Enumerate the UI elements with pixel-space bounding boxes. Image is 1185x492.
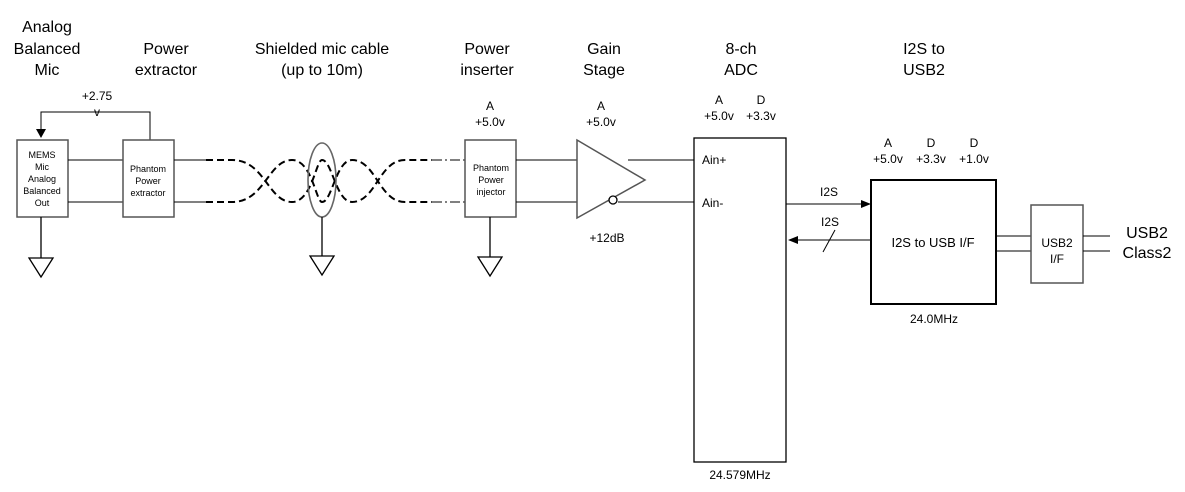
svg-text:Power: Power [478, 175, 504, 185]
adc-block [693, 137, 787, 463]
svg-text:(up to 10m): (up to 10m) [281, 62, 363, 79]
svg-text:MEMS: MEMS [29, 150, 56, 160]
svg-text:D: D [970, 136, 979, 150]
header-gain-stage: Gain Stage [583, 41, 625, 79]
gain-amplifier-icon [576, 138, 647, 220]
svg-text:extractor: extractor [135, 62, 198, 79]
svg-text:Stage: Stage [583, 62, 625, 79]
svg-text:A: A [597, 99, 605, 113]
svg-text:I2S to: I2S to [903, 41, 945, 58]
rail-feedback: +2.75 v [82, 89, 113, 119]
svg-text:Gain: Gain [587, 41, 621, 58]
usb-output-label: USB2 Class2 [1123, 225, 1172, 262]
rail-usb-analog: A +5.0v [873, 136, 903, 166]
svg-text:Class2: Class2 [1123, 245, 1172, 262]
svg-text:Power: Power [464, 41, 510, 58]
svg-text:injector: injector [476, 187, 505, 197]
adc-input-plus: Ain+ [702, 153, 726, 167]
svg-text:+3.3v: +3.3v [746, 109, 776, 123]
header-power-inserter: Power inserter [460, 41, 514, 79]
mems-ground-icon [27, 257, 55, 279]
svg-text:Balanced: Balanced [14, 41, 81, 58]
feedback-arrow-icon [36, 129, 46, 138]
svg-text:extractor: extractor [130, 188, 165, 198]
header-adc: 8-ch ADC [724, 41, 758, 79]
svg-text:+3.3v: +3.3v [916, 152, 946, 166]
svg-text:D: D [927, 136, 936, 150]
header-shielded-cable: Shielded mic cable (up to 10m) [255, 41, 389, 79]
header-mic: Analog Balanced Mic [14, 19, 81, 79]
svg-text:Phantom: Phantom [130, 164, 166, 174]
shield-ground-icon [308, 255, 336, 277]
svg-text:A: A [486, 99, 494, 113]
adc-input-minus: Ain- [702, 196, 723, 210]
rail-inserter: A +5.0v [475, 99, 505, 129]
phantom-extractor-block [122, 139, 175, 218]
feedback-wire [40, 111, 151, 140]
svg-text:8-ch: 8-ch [725, 41, 756, 58]
svg-text:+1.0v: +1.0v [959, 152, 989, 166]
svg-text:Out: Out [35, 198, 50, 208]
svg-text:Shielded mic cable: Shielded mic cable [255, 41, 389, 58]
rail-gain: A +5.0v [586, 99, 616, 129]
svg-text:Mic: Mic [35, 162, 49, 172]
rail-usb-digital-3v3: D +3.3v [916, 136, 946, 166]
svg-text:A: A [715, 93, 723, 107]
svg-text:I/F: I/F [1050, 252, 1064, 266]
phantom-injector-label: Phantom Power injector [473, 163, 509, 197]
inverting-output-icon [608, 195, 618, 205]
rail-usb-digital-1v0: D +1.0v [959, 136, 989, 166]
mems-mic-block [16, 139, 69, 218]
svg-text:Power: Power [143, 41, 189, 58]
svg-text:+5.0v: +5.0v [475, 115, 505, 129]
i2s-usb-if-label: I2S to USB I/F [891, 235, 974, 250]
usb2-if-block [1030, 204, 1084, 284]
svg-text:Mic: Mic [35, 62, 60, 79]
svg-text:USB2: USB2 [903, 62, 945, 79]
usb2-if-label: USB2 I/F [1041, 236, 1073, 266]
svg-text:USB2: USB2 [1041, 236, 1073, 250]
phantom-extractor-label: Phantom Power extractor [130, 164, 166, 198]
i2s-usb-if-block [870, 179, 997, 305]
svg-text:inserter: inserter [460, 62, 514, 79]
rail-adc-digital: D +3.3v [746, 93, 776, 123]
svg-text:Analog: Analog [28, 174, 56, 184]
gain-value: +12dB [589, 231, 624, 245]
adc-clock: 24.579MHz [709, 468, 770, 482]
rail-adc-analog: A +5.0v [704, 93, 734, 123]
header-i2s-usb: I2S to USB2 [903, 41, 945, 79]
svg-text:+5.0v: +5.0v [873, 152, 903, 166]
svg-text:+2.75: +2.75 [82, 89, 113, 103]
svg-text:Analog: Analog [22, 19, 72, 36]
svg-text:Balanced: Balanced [23, 186, 61, 196]
svg-text:+5.0v: +5.0v [586, 115, 616, 129]
svg-text:Phantom: Phantom [473, 163, 509, 173]
svg-text:v: v [94, 105, 100, 119]
i2s-in-label: I2S [821, 215, 839, 229]
svg-text:A: A [884, 136, 892, 150]
header-power-extractor: Power extractor [135, 41, 198, 79]
i2s-out-label: I2S [820, 185, 838, 199]
mems-mic-label: MEMS Mic Analog Balanced Out [23, 150, 61, 208]
usb-clock: 24.0MHz [910, 312, 958, 326]
svg-text:USB2: USB2 [1126, 225, 1168, 242]
svg-text:Power: Power [135, 176, 161, 186]
svg-text:D: D [757, 93, 766, 107]
svg-text:ADC: ADC [724, 62, 758, 79]
bus-slash-icon [822, 229, 836, 253]
svg-text:+5.0v: +5.0v [704, 109, 734, 123]
shielded-cable [206, 158, 465, 204]
injector-ground-icon [476, 256, 504, 278]
